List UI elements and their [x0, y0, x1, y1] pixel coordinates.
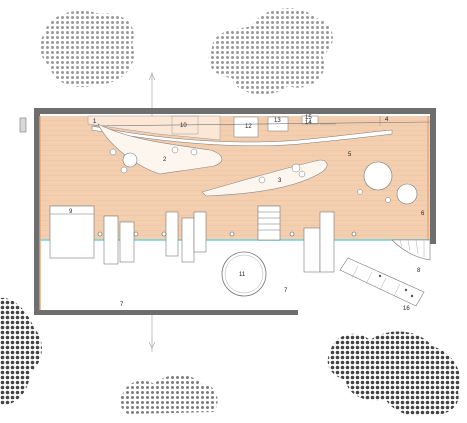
circular-pool-inner [224, 254, 264, 294]
tree-canopy-top-right [208, 8, 333, 95]
room-label-9: 9 [69, 209, 73, 215]
stool [109, 148, 117, 156]
room-label-10: 10 [180, 123, 187, 129]
axis-marker-top [148, 73, 156, 81]
stool [357, 189, 363, 195]
tree-canopy-bottom-middle [119, 375, 218, 414]
room-label-3: 3 [278, 178, 282, 184]
diagonal-wall-1 [91, 121, 431, 127]
stair-lines [258, 211, 280, 231]
tree-canopies [0, 8, 461, 416]
room-label-7a: 7 [284, 288, 288, 294]
ramp-arc-lines [399, 239, 425, 257]
room-label-12: 12 [245, 124, 252, 130]
diagonal-bench [91, 125, 393, 147]
room-label-4: 4 [385, 117, 389, 123]
room-label-14: 14 [305, 120, 312, 126]
stepped-walkway [339, 257, 425, 307]
circular-pool [221, 251, 267, 297]
room-label-1: 1 [93, 119, 97, 125]
room-label-11: 11 [239, 272, 246, 278]
stool-cluster [291, 163, 301, 173]
table-circle [122, 152, 138, 168]
room-label-13: 13 [274, 118, 281, 124]
round-table [363, 161, 393, 191]
bollards [97, 231, 357, 237]
room-label-2: 2 [163, 157, 167, 163]
tree-canopy-bottom-right [327, 331, 461, 416]
room-label-5: 5 [348, 152, 352, 158]
round-table-small [396, 183, 418, 205]
service-strip [87, 115, 381, 141]
room-labels: 1 2 3 4 5 6 7 7 8 9 10 11 12 13 14 15 16 [69, 115, 425, 312]
stool [190, 148, 198, 156]
tree-canopy-top-left [40, 10, 135, 88]
room-label-8: 8 [417, 268, 421, 274]
stool [258, 176, 266, 184]
walls [19, 108, 436, 315]
room-label-7b: 7 [120, 302, 124, 308]
room-label-6: 6 [421, 211, 425, 217]
stool [171, 146, 179, 154]
room-label-16: 16 [403, 306, 410, 312]
stool [298, 170, 306, 178]
tree-canopy-bottom-left [0, 297, 42, 405]
stool [120, 166, 128, 174]
seating-blocks [49, 205, 335, 273]
stool [385, 197, 391, 203]
axis-marker-bottom [148, 341, 156, 349]
room-label-15: 15 [305, 115, 312, 121]
